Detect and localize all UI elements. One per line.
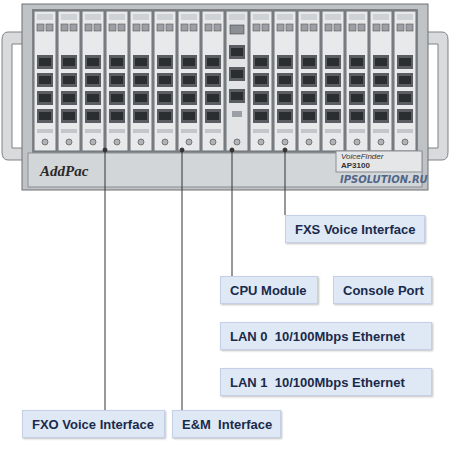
model-label: AP3100 [341,162,370,170]
callout-box: CPU Module [220,276,318,304]
callout-box: E&M Interface [172,410,281,438]
callout-text: CPU Module [230,283,307,298]
watermark: IPSOLUTION.RU [340,175,428,185]
brand-label: AddPac [40,164,88,179]
callout-box: FXS Voice Interface [285,215,425,243]
callout-box: FXO Voice Interface [22,410,165,438]
callout-text: Console Port [343,283,424,298]
callout-text: E&M Interface [182,417,272,432]
callout-text: FXO Voice Interface [32,417,154,432]
callout-text: FXS Voice Interface [295,222,415,237]
callout-box: LAN 1 10/100Mbps Ethernet [220,368,432,396]
callout-box: LAN 0 10/100Mbps Ethernet [220,322,432,350]
callout-text: LAN 0 10/100Mbps Ethernet [230,329,405,344]
callout-box: Console Port [333,276,432,304]
callout-text: LAN 1 10/100Mbps Ethernet [230,375,405,390]
product-label: VoiceFinder [341,153,383,161]
